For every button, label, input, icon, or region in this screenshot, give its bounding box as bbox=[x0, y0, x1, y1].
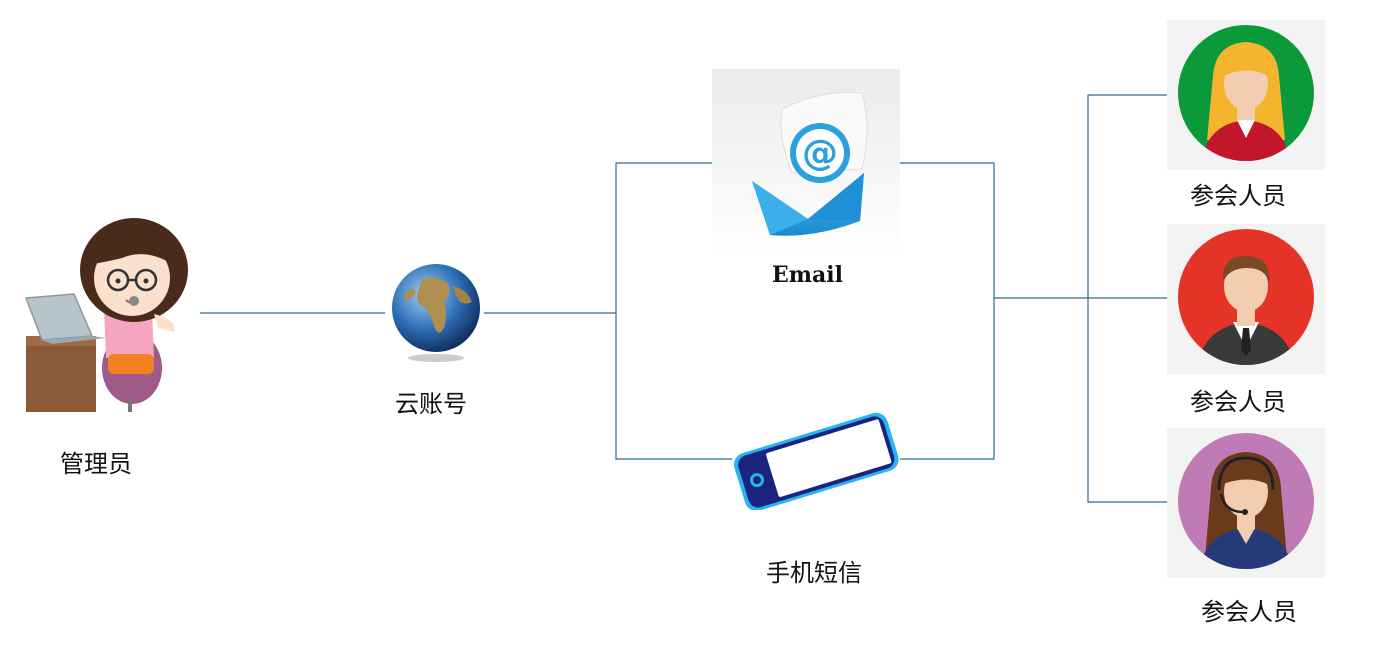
admin-label: 管理员 bbox=[60, 450, 132, 478]
connector-participants-bus bbox=[1087, 94, 1167, 503]
participant-avatar-1 bbox=[1167, 20, 1325, 170]
email-envelope-icon: @ bbox=[712, 69, 900, 257]
svg-text:@: @ bbox=[802, 133, 838, 174]
participant-label-3: 参会人员 bbox=[1201, 598, 1297, 626]
smartphone-icon bbox=[734, 412, 899, 510]
connector-channels-merge bbox=[900, 162, 995, 460]
admin-icon bbox=[24, 218, 188, 412]
cloud-label: 云账号 bbox=[395, 390, 467, 418]
sms-label: 手机短信 bbox=[766, 559, 862, 587]
globe-icon bbox=[392, 264, 480, 362]
participant-label-2: 参会人员 bbox=[1190, 388, 1286, 416]
participant-avatar-2 bbox=[1167, 224, 1325, 374]
participant-avatar-3 bbox=[1167, 428, 1325, 578]
participant-label-1: 参会人员 bbox=[1190, 182, 1286, 210]
email-label: Email bbox=[772, 262, 844, 288]
connector-branch-channels bbox=[615, 162, 732, 460]
